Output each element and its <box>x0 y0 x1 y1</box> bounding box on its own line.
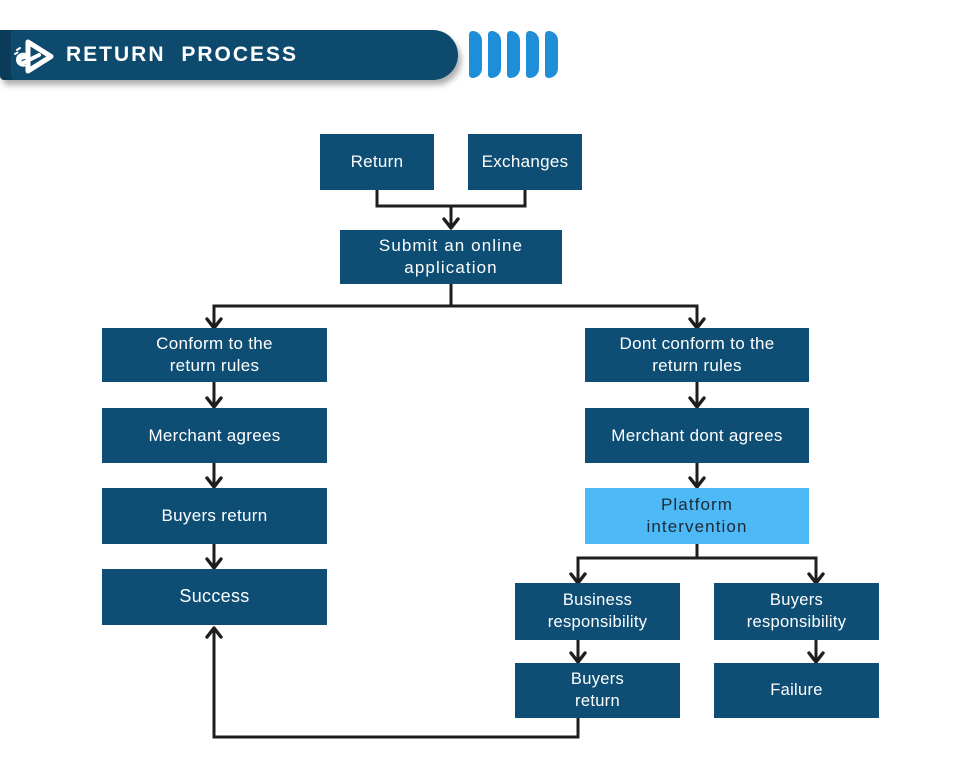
flow-node-buyers-return-bottom: Buyers return <box>515 663 680 718</box>
flow-node-buyers-responsibility: Buyers responsibility <box>714 583 879 640</box>
decor-stripe <box>469 31 482 78</box>
page-title: RETURN PROCESS <box>66 43 299 66</box>
flow-node-conform-rules: Conform to the return rules <box>102 328 327 382</box>
decor-stripe <box>545 31 558 78</box>
banner-decor-stripes <box>469 31 558 78</box>
decor-stripe <box>526 31 539 78</box>
decor-stripe <box>507 31 520 78</box>
flow-node-exchanges: Exchanges <box>468 134 582 190</box>
flow-node-business-responsibility: Business responsibility <box>515 583 680 640</box>
header-banner: RETURN PROCESS <box>0 30 458 80</box>
wrench-play-logo-icon <box>14 39 54 74</box>
flow-node-merchant-agrees: Merchant agrees <box>102 408 327 463</box>
flow-node-success: Success <box>102 569 327 625</box>
decor-stripe <box>488 31 501 78</box>
flow-node-dont-conform-rules: Dont conform to the return rules <box>585 328 809 382</box>
flow-node-submit-application: Submit an online application <box>340 230 562 284</box>
flow-node-buyers-return-left: Buyers return <box>102 488 327 544</box>
flow-node-merchant-dont-agrees: Merchant dont agrees <box>585 408 809 463</box>
flow-node-return: Return <box>320 134 434 190</box>
flow-node-failure: Failure <box>714 663 879 718</box>
flow-node-platform-intervention: Platform intervention <box>585 488 809 544</box>
